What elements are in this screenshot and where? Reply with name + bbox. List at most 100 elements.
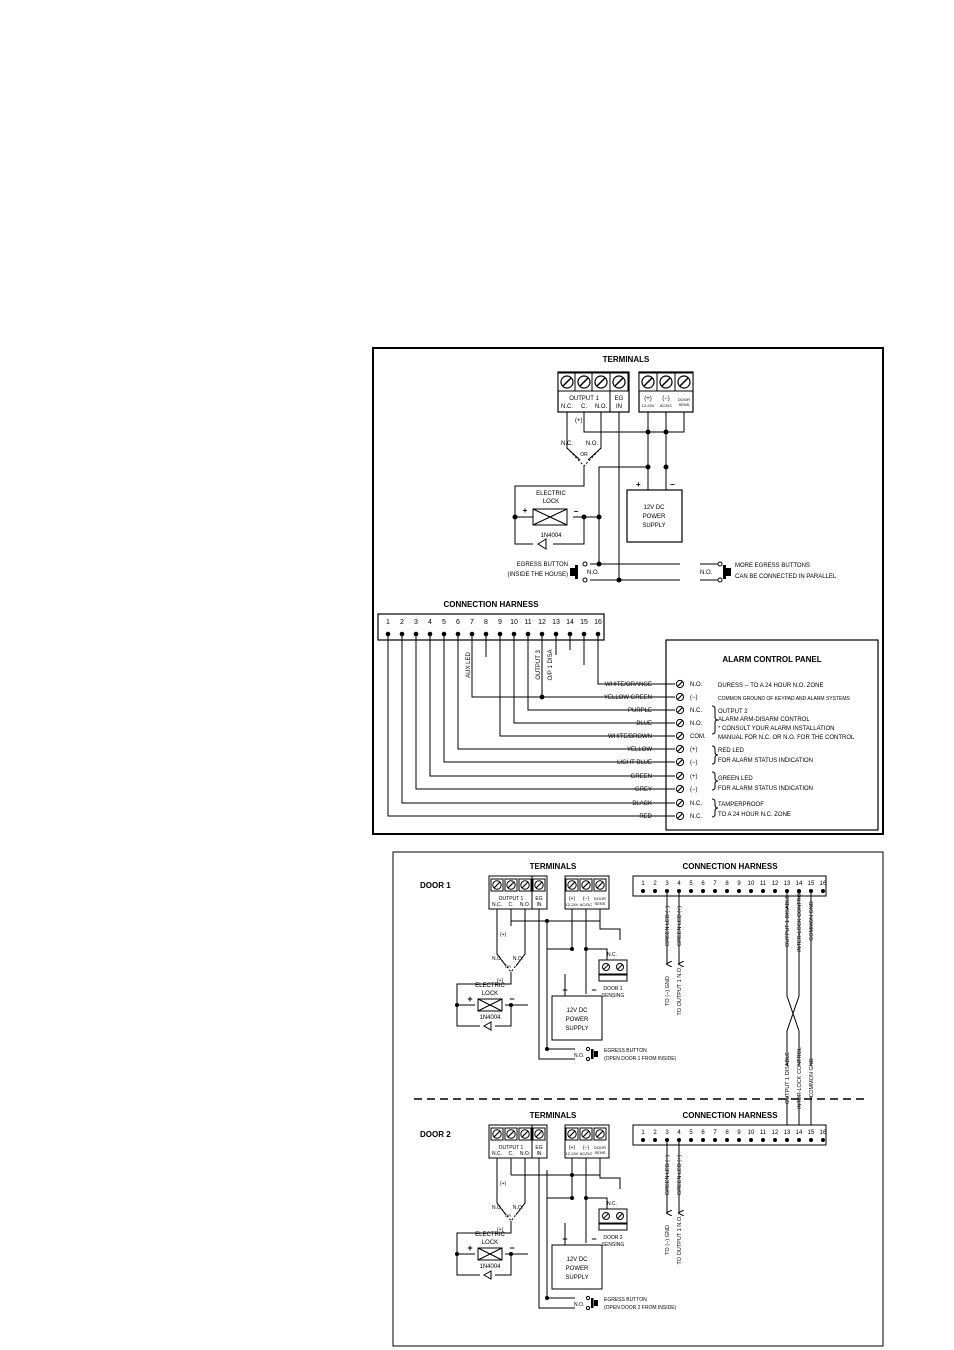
harness-pin-number: 3 [414, 619, 418, 626]
harness-pin-number: 15 [808, 1130, 815, 1136]
power-supply-box [551, 995, 603, 1041]
nc-label: N.C. [492, 1151, 502, 1157]
acp-screw-slot [677, 694, 683, 700]
bottom-diagram: DOOR 1 DOOR 2 TERMINALS CONNECTION HARNES… [392, 851, 884, 1347]
out2-desc-d: MANUAL FOR N.C. OR N.O. FOR THE CONTROL [718, 735, 855, 741]
wire-eg [538, 1158, 575, 1309]
wire-color-label: YELLOW GREEN [604, 695, 652, 701]
harness-pin-number: 16 [820, 881, 827, 887]
egress-sub-label: (OPEN DOOR 2 FROM INSIDE) [604, 1305, 677, 1311]
acp-terminal-label: (+) [690, 747, 698, 753]
screw-terminal-icon [579, 1127, 593, 1141]
screw-terminal-icon [490, 878, 504, 892]
lock-minus-label: − [509, 994, 514, 1004]
acp-screw-icon [675, 731, 685, 741]
harness-pin-dot [737, 889, 741, 893]
egress-label: EGRESS BUTTON [517, 562, 568, 568]
acp-screw-slot [677, 759, 683, 765]
wire-color-label: PURPLE [628, 708, 652, 714]
top-terminal-block-power: (+) (−) 12-24V AC/DC DOOR SENS [638, 371, 694, 413]
wire-sens [586, 1197, 608, 1209]
sensing-label: DOOR 2 [603, 1235, 622, 1241]
screw-terminal-icon [532, 878, 546, 892]
no-small-label: N.O. [513, 1205, 523, 1211]
terminals-title: TERMINALS [530, 1111, 577, 1120]
no-label: N.O. [595, 404, 608, 410]
harness-pin-number: 8 [725, 1130, 729, 1136]
screw-terminal-icon [593, 1127, 607, 1141]
minus-label: (−) [662, 396, 670, 402]
psu-line2: POWER [643, 514, 666, 520]
harness-pin-dot [761, 889, 765, 893]
to-out1-label: TO OUTPUT 1 N.O. [677, 1215, 683, 1264]
acp-screw-icon [675, 718, 685, 728]
harness-pin-number: 11 [524, 619, 531, 626]
sensor-slot [603, 1213, 609, 1219]
electric-lock-icon: ELECTRIC LOCK + − 1N4004 [523, 491, 579, 550]
out2-desc-c: * CONSULT YOUR ALARM INSTALLATION [718, 726, 834, 732]
screw-terminal-icon [504, 878, 518, 892]
harness-pin-number: 6 [701, 881, 705, 887]
acp-screw-slot [677, 733, 683, 739]
out2-desc: OUTPUT 2 [718, 709, 748, 715]
door1-label: DOOR 1 [420, 881, 451, 890]
harness-pin-number: 12 [538, 619, 546, 626]
plus-small-label: (+) [500, 1181, 507, 1187]
red-led-desc: RED LED [718, 748, 745, 754]
lock-label: LOCK [482, 991, 498, 997]
harness-pin-number: 12 [772, 1130, 779, 1136]
egress-label: EGRESS BUTTON [604, 1297, 647, 1303]
acp-terminal-label: N.C. [690, 708, 702, 714]
minus-label: (−) [583, 896, 590, 902]
c-label: C. [581, 404, 587, 410]
harness-pin-number: 5 [442, 619, 446, 626]
harness-title: CONNECTION HARNESS [682, 1111, 778, 1120]
psu-line3: SUPPLY [565, 1275, 588, 1281]
egress-no-label: N.O. [574, 1302, 584, 1308]
screw-terminal-icon [674, 372, 694, 392]
screw-terminal-icon [557, 372, 577, 392]
egress-contact [585, 1305, 591, 1311]
tamper-desc-b: TO A 24 HOUR N.C. ZONE [718, 812, 791, 818]
egress-button-icon [585, 1046, 598, 1062]
in-label: IN [537, 1151, 542, 1157]
wire-door-sens [599, 909, 621, 940]
acp-title: ALARM CONTROL PANEL [722, 655, 821, 664]
in-label: IN [537, 902, 542, 908]
harness-pin-number: 6 [456, 619, 460, 626]
egress-plate [591, 1298, 594, 1308]
power-supply-box [551, 1244, 603, 1290]
green-led-plus-label: GREEN LED (+) [677, 906, 683, 946]
harness-pin-number: 5 [689, 881, 693, 887]
egress-contact [585, 1295, 591, 1301]
sensor-nc-label: N.C. [607, 952, 617, 958]
acdc-label: AC/DC [660, 403, 673, 408]
no-label: N.O. [520, 1151, 530, 1157]
harness-pin-dot [641, 889, 645, 893]
psu-minus-label: − [591, 985, 596, 995]
wire-color-label: YELLOW [627, 747, 652, 753]
harness-pin-number: 9 [737, 1130, 741, 1136]
green-led-desc: GREEN LED [718, 776, 753, 782]
junction-dot [570, 1173, 574, 1177]
power-supply-box: + − 12V DC POWER SUPPLY [626, 480, 683, 543]
acp-screw-slot [677, 773, 683, 779]
harness-pin-number: 2 [653, 881, 657, 887]
electric-label: ELECTRIC [475, 1232, 505, 1238]
no-small-label: N.O. [513, 956, 523, 962]
wire-red [387, 634, 654, 817]
acp-screw-icon [675, 798, 685, 808]
sensor-slot [603, 964, 609, 970]
acp-terminal-label: (−) [690, 787, 698, 793]
harness-pin-number: 14 [796, 1130, 803, 1136]
harness-pin-dot [821, 1138, 825, 1142]
wire-diode-right [495, 1254, 512, 1276]
wire-color-label: RED [639, 814, 652, 820]
wire-black [401, 634, 654, 804]
psu-minus-label: − [591, 1234, 596, 1244]
diode-label: 1N4004 [479, 1015, 501, 1021]
harness-pin-dot [809, 1138, 813, 1142]
door-label: DOOR [594, 1145, 606, 1150]
acp-screw-icon [675, 692, 685, 702]
